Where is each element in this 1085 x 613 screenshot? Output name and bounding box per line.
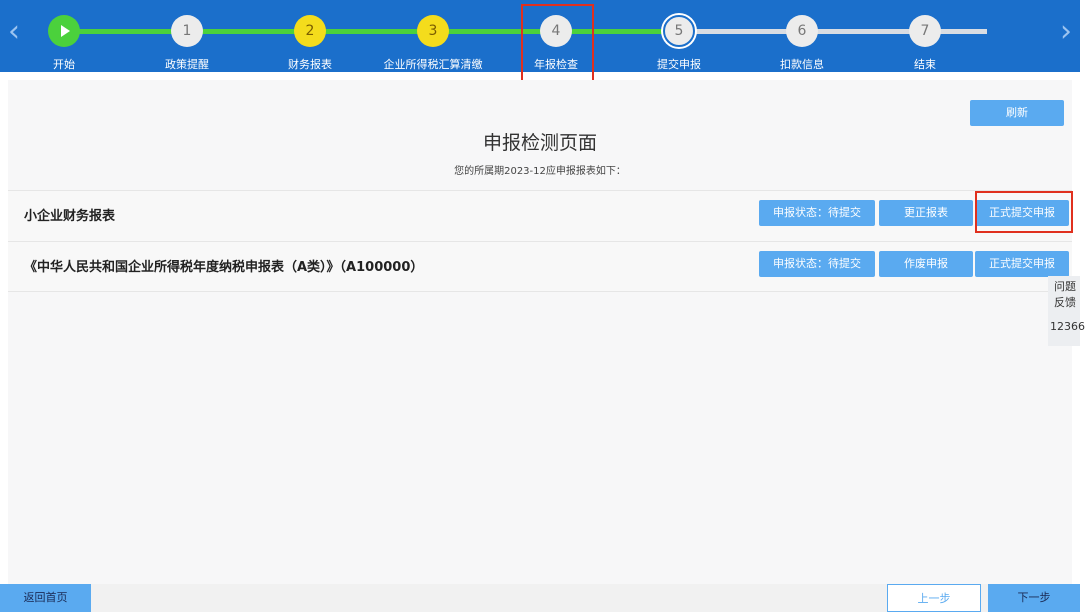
step-number: 5 — [663, 15, 695, 47]
step-label: 开始 — [53, 58, 75, 71]
feedback-widget[interactable]: 问题 反馈 12366 — [1048, 276, 1085, 346]
play-icon — [48, 15, 80, 47]
step-policy-reminder[interactable]: 1 政策提醒 — [127, 0, 247, 72]
step-start[interactable]: 开始 — [4, 0, 124, 72]
step-number: 4 — [540, 15, 572, 47]
step-number: 2 — [294, 15, 326, 47]
step-label: 结束 — [914, 58, 936, 71]
correct-report-button[interactable]: 更正报表 — [879, 200, 973, 226]
step-end[interactable]: 7 结束 — [865, 0, 985, 72]
report-name: 小企业财务报表 — [24, 209, 116, 224]
step-financial-statements[interactable]: 2 财务报表 — [250, 0, 370, 72]
main-panel: 刷新 申报检测页面 您的所属期2023-12应申报报表如下： 小企业财务报表 申… — [8, 80, 1072, 584]
step-label: 企业所得税汇算清缴 — [383, 58, 483, 71]
step-label: 财务报表 — [288, 58, 332, 71]
step-number: 3 — [417, 15, 449, 47]
step-label: 年报检查 — [534, 58, 578, 71]
step-number: 1 — [171, 15, 203, 47]
formal-submit-button[interactable]: 正式提交申报 — [975, 251, 1069, 277]
step-label: 提交申报 — [657, 58, 701, 71]
period-subtitle: 您的所属期2023-12应申报报表如下： — [454, 166, 626, 177]
feedback-label-2: 反馈 — [1054, 296, 1076, 309]
hotline-number: 12366 — [1050, 320, 1085, 333]
report-row-small-enterprise: 小企业财务报表 申报状态：待提交 更正报表 正式提交申报 — [8, 190, 1072, 241]
prev-step-button[interactable]: 上一步 — [887, 584, 981, 612]
highlight-annual-check — [521, 4, 594, 90]
return-home-button[interactable]: 返回首页 — [0, 584, 91, 612]
step-label: 政策提醒 — [165, 58, 209, 71]
step-deduction-info[interactable]: 6 扣款信息 — [742, 0, 862, 72]
next-step-button[interactable]: 下一步 — [988, 584, 1080, 612]
report-row-income-tax: 《中华人民共和国企业所得税年度纳税申报表（A类）》（A100000） 申报状态：… — [8, 241, 1072, 292]
step-number: 7 — [909, 15, 941, 47]
refresh-button[interactable]: 刷新 — [970, 100, 1064, 126]
highlight-formal-submit — [975, 191, 1073, 233]
step-label: 扣款信息 — [780, 58, 824, 71]
next-arrow-icon[interactable]: › — [1060, 14, 1072, 49]
step-submit-declaration[interactable]: 5 提交申报 — [619, 0, 739, 72]
progress-track-remaining — [682, 29, 987, 34]
status-badge[interactable]: 申报状态：待提交 — [759, 251, 875, 277]
formal-submit-button[interactable]: 正式提交申报 — [975, 200, 1069, 226]
bottom-bar: 返回首页 上一步 下一步 — [0, 584, 1080, 612]
prev-arrow-icon[interactable]: ‹ — [8, 14, 20, 49]
progress-track-done — [64, 29, 682, 34]
page-title: 申报检测页面 — [482, 132, 597, 154]
step-number: 6 — [786, 15, 818, 47]
feedback-label-1: 问题 — [1054, 280, 1076, 293]
step-annual-report-check[interactable]: 4 年报检查 — [496, 0, 616, 72]
void-declaration-button[interactable]: 作废申报 — [879, 251, 973, 277]
status-badge[interactable]: 申报状态：待提交 — [759, 200, 875, 226]
step-progress-bar: ‹ 开始 1 政策提醒 2 财务报表 3 企业所得税汇算清缴 4 年报检查 5 … — [0, 0, 1080, 72]
step-income-tax-settlement[interactable]: 3 企业所得税汇算清缴 — [373, 0, 493, 72]
report-name: 《中华人民共和国企业所得税年度纳税申报表（A类）》（A100000） — [24, 260, 424, 275]
